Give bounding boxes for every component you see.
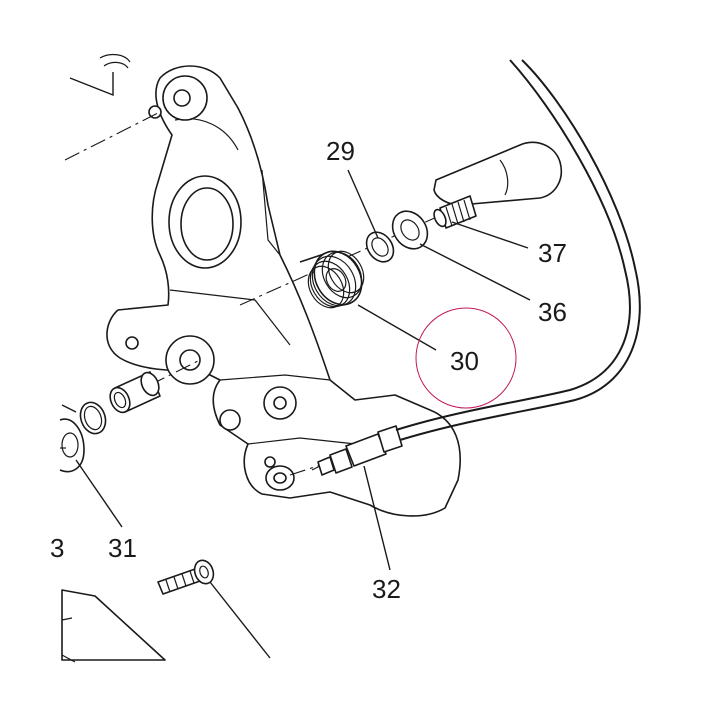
centerline-bushing — [149, 359, 201, 386]
callout-36: 36 — [538, 297, 567, 327]
control-cable-outer — [395, 59, 631, 431]
bushing — [109, 371, 161, 414]
leader-31 — [75, 459, 123, 528]
bracket-assembly — [106, 65, 461, 517]
callout-cropped: 3 — [50, 533, 64, 563]
upper-left-fragment — [69, 53, 162, 119]
callout-30: 30 — [450, 346, 479, 376]
small-hole — [125, 336, 139, 350]
leader-29 — [347, 169, 379, 239]
washer-36 — [391, 210, 429, 250]
o-ring-31 — [59, 401, 107, 473]
circlip-29 — [365, 231, 395, 263]
pivot-hole — [179, 349, 201, 371]
footpeg-37 — [433, 141, 562, 229]
callout-37: 37 — [538, 238, 567, 268]
highlight-circle — [415, 307, 517, 409]
leader-bolt — [209, 581, 271, 659]
callout-32: 32 — [372, 574, 401, 604]
leader-36 — [419, 243, 531, 301]
bolt — [157, 559, 215, 595]
callout-31: 31 — [108, 533, 137, 563]
upper-mount-hole — [173, 89, 191, 107]
lower-tab-hole — [273, 472, 287, 484]
control-cable-inner — [399, 59, 641, 441]
centerline-upper — [64, 111, 161, 161]
callout-29: 29 — [326, 136, 355, 166]
tab-small-hole — [264, 456, 276, 468]
lever-hole — [273, 396, 287, 410]
torsion-spring-30 — [299, 250, 365, 309]
lower-boss — [219, 409, 241, 431]
leader-37 — [451, 221, 529, 249]
cable-end-32 — [311, 425, 403, 476]
upper-bolt-head — [148, 105, 162, 119]
main-bore-inner — [180, 187, 234, 261]
lower-cover-plate — [61, 589, 166, 663]
leader-30 — [357, 304, 437, 351]
leader-32 — [363, 465, 391, 571]
washer-31-cropped — [59, 418, 85, 473]
